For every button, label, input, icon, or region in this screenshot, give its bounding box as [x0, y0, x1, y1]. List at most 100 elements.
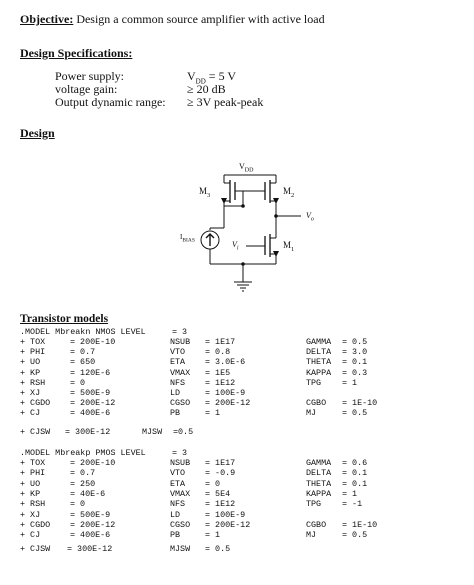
nmos-mjsw-value: =0.5 [173, 427, 194, 437]
pmos-param-cell: = -1 [342, 499, 363, 510]
design-specs-heading: Design Specifications: [20, 46, 133, 60]
pmos-param-cell: VMAX [170, 488, 191, 499]
nmos-param-cell: = 1E5 [205, 367, 231, 378]
pmos-param-cell: = 400E-6 [70, 530, 111, 541]
spec-name-1: voltage gain: [55, 82, 118, 96]
spec-name-2: Output dynamic range: [55, 95, 166, 109]
pmos-cjsw-value: = 300E-12 [67, 544, 113, 554]
pmos-cjsw-name: + CJSW [20, 544, 51, 554]
pmos-param-cell: VTO [170, 468, 186, 479]
nmos-param-cell: + XJ [20, 388, 41, 398]
pmos-param-cell: GAMMA [306, 458, 332, 468]
nmos-param-cell: TPG [306, 377, 322, 388]
nmos-param-cell: = 0.8 [205, 347, 231, 358]
pmos-level: = 3 [172, 448, 188, 458]
m3-label: M3 [199, 186, 211, 199]
nmos-param-cell: NFS [170, 377, 186, 388]
pmos-param-cell: = 1E12 [205, 499, 236, 510]
objective-text: Design a common source amplifier with ac… [73, 12, 325, 26]
pmos-param-cell: MJ [306, 530, 317, 541]
pmos-param-cell: + RSH [20, 499, 46, 510]
pmos-param-cell: = 0 [70, 499, 86, 510]
node-dot [241, 204, 245, 208]
nmos-param-cell: GAMMA [306, 337, 332, 347]
spec-value-2: ≥ 3V peak-peak [187, 95, 264, 109]
pmos-param-cell: = 0.1 [342, 468, 368, 479]
spec-value-0: VDD = 5 V [187, 69, 237, 86]
nmos-param-cell: = 1E17 [205, 337, 236, 347]
pmos-param-cell: DELTA [306, 468, 332, 479]
objective-label: Objective: [20, 12, 74, 26]
pmos-param-cell: + CGDO [20, 519, 51, 530]
pmos-mjsw-name: MJSW [170, 544, 191, 554]
spec-value-1: ≥ 20 dB [187, 82, 226, 96]
pmos-param-cell: = 1E-10 [342, 519, 378, 530]
vi-label: Vi [232, 240, 239, 252]
nmos-param-cell: KAPPA [306, 367, 332, 378]
pmos-param-cell: TPG [306, 499, 322, 510]
pmos-param-cell: = 200E-10 [70, 458, 116, 468]
pmos-param-cell: = 0.1 [342, 478, 368, 489]
pmos-param-cell: THETA [306, 478, 332, 489]
vdd-label: VDD [239, 162, 254, 174]
pmos-param-cell: = 1 [342, 488, 358, 499]
spec-name-0: Power supply: [55, 69, 124, 83]
nmos-param-cell: VTO [170, 347, 186, 358]
pmos-param-cell: = 1E17 [205, 458, 236, 468]
nmos-param-cell: = 0.7 [70, 347, 96, 358]
nmos-param-cell: + KP [20, 367, 41, 378]
nmos-param-cell: = 200E-12 [205, 398, 251, 409]
nmos-param-cell: = 1 [205, 408, 221, 419]
pmos-param-cell: = 250 [70, 478, 96, 489]
pmos-param-cell: = 200E-12 [70, 519, 116, 530]
nmos-param-cell: = 120E-6 [70, 367, 111, 378]
nmos-param-cell: = 0.1 [342, 357, 368, 368]
nmos-param-cell: + RSH [20, 377, 46, 388]
design-heading: Design [20, 126, 55, 140]
pmos-param-cell: + KP [20, 488, 41, 499]
pmos-mjsw-value: = 0.5 [205, 544, 231, 554]
nmos-param-cell: + TOX [20, 337, 46, 347]
nmos-param-cell: = 650 [70, 357, 96, 368]
nmos-mjsw-name: MJSW [142, 427, 163, 437]
pmos-param-cell: = 40E-6 [70, 488, 106, 499]
nmos-param-cell: ETA [170, 357, 186, 368]
pmos-title: .MODEL Mbreakp PMOS LEVEL [20, 448, 146, 458]
pmos-param-cell: = 100E-9 [205, 509, 246, 520]
nmos-param-cell: = 200E-12 [70, 398, 116, 409]
nmos-param-cell: = 1E12 [205, 377, 236, 388]
node-dot [241, 262, 245, 266]
nmos-param-cell: = 500E-9 [70, 388, 111, 398]
m2-label: M2 [283, 186, 295, 199]
nmos-param-cell: CGSO [170, 398, 191, 409]
pmos-param-cell: KAPPA [306, 488, 332, 499]
nmos-param-cell: = 0 [70, 377, 86, 388]
ibias-label: IBIAS [180, 233, 195, 244]
pmos-param-cell: = 0.7 [70, 468, 96, 479]
circuit-schematic [200, 174, 301, 292]
nmos-param-cell: NSUB [170, 337, 191, 347]
models-heading: Transistor models [20, 313, 109, 325]
pmos-param-cell: + CJ [20, 530, 41, 541]
m2-arrow [273, 198, 279, 204]
pmos-param-cell: NSUB [170, 458, 191, 468]
pmos-param-cell: = 500E-9 [70, 509, 111, 520]
nmos-param-cell: = 1E-10 [342, 398, 378, 409]
nmos-param-cell: + CJ [20, 408, 41, 419]
objective-line: Objective: Design a common source amplif… [20, 12, 325, 27]
nmos-level: = 3 [172, 327, 188, 337]
node-dot [274, 214, 278, 218]
pmos-param-cell: = 200E-12 [205, 519, 251, 530]
nmos-param-cell: = 0.3 [342, 367, 368, 378]
nmos-title: .MODEL Mbreakn NMOS LEVEL [20, 327, 146, 337]
nmos-param-cell: MJ [306, 408, 317, 419]
pmos-param-cell: = 0 [205, 478, 221, 489]
pmos-param-cell: = 5E4 [205, 488, 231, 499]
pmos-param-cell: + TOX [20, 458, 46, 468]
pmos-param-cell: = -0.9 [205, 468, 236, 479]
pmos-param-cell: PB [170, 530, 181, 541]
pmos-param-cell: = 1 [205, 530, 221, 541]
m1-arrow [273, 251, 279, 257]
pmos-param-cell: ETA [170, 478, 186, 489]
m1-label: M1 [283, 240, 295, 253]
